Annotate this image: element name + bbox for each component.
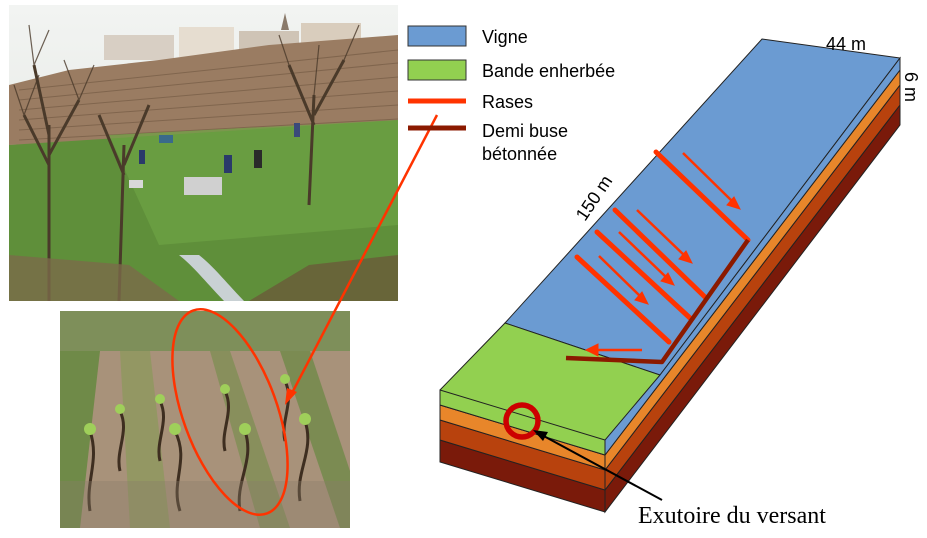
legend: Vigne Bande enherbée Rases Demi buse bét…	[407, 25, 615, 164]
legend-swatch-vigne	[407, 25, 467, 47]
side-top-edge	[604, 56, 901, 457]
legend-label-vigne: Vigne	[482, 27, 528, 47]
outlet-ring	[503, 402, 541, 440]
trees	[22, 59, 346, 301]
photo-connector-line	[290, 114, 439, 394]
demi-buse-collector	[565, 238, 750, 365]
outlet-pointer-line	[539, 433, 663, 501]
photo-connector-arrowhead	[285, 388, 297, 405]
stream	[179, 255, 244, 301]
flow-arrows	[584, 152, 741, 357]
soil-block-side	[604, 68, 901, 514]
vine-rows	[60, 351, 350, 528]
dimension-width: 44 m	[826, 34, 866, 54]
legend-label-bande-enherbee: Bande enherbée	[482, 61, 615, 81]
legend-label-rases: Rases	[482, 92, 533, 112]
dimension-depth: 6 m	[901, 72, 921, 102]
outlet-label: Exutoire du versant	[638, 503, 826, 529]
photo-vine-rows	[60, 311, 350, 528]
field-team	[129, 123, 300, 195]
rase-1	[653, 149, 751, 243]
legend-label-demi-buse-line2: bétonnée	[482, 144, 557, 164]
legend-label-demi-buse-line1: Demi buse	[482, 121, 568, 141]
outlet-pointer-arrowhead	[533, 430, 548, 441]
photo-vineyard-hillside	[9, 5, 398, 301]
furrow-highlight-ellipse	[171, 307, 289, 517]
rase-3	[594, 229, 693, 321]
vineyard-slope	[9, 35, 398, 145]
rase-4	[574, 254, 672, 345]
rases	[574, 149, 751, 345]
legend-swatch-bande-enherbee	[407, 59, 467, 81]
rase-2	[612, 207, 709, 301]
